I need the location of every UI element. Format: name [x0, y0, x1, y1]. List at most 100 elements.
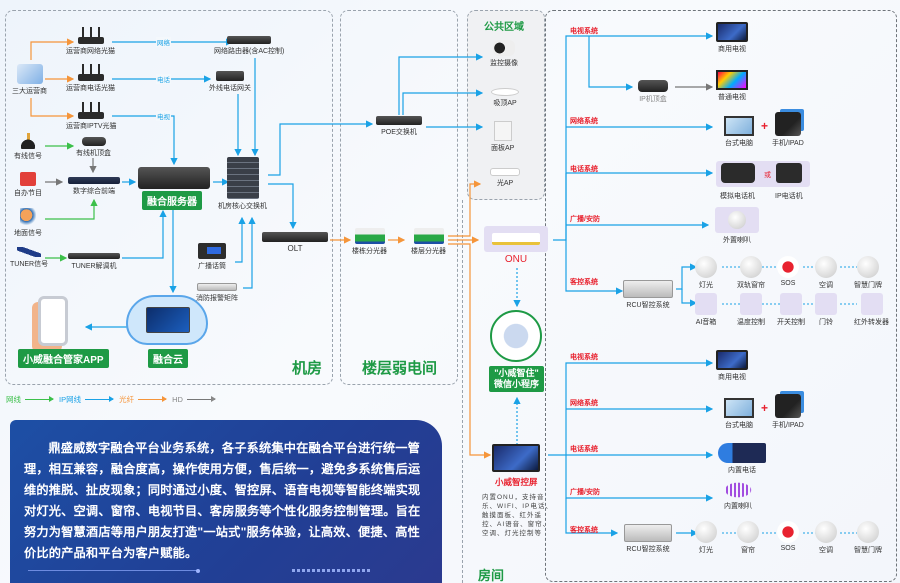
system-label-tv: 电视系统 — [570, 28, 598, 35]
control-device: 开关控制 — [777, 293, 805, 327]
router-icon — [227, 36, 272, 44]
tv-icon — [716, 22, 748, 42]
ceiling-ap-icon — [491, 88, 519, 96]
doorbell-icon — [815, 293, 837, 315]
poe-switch-icon — [376, 116, 422, 125]
air-conditioner-icon — [815, 521, 837, 543]
system-label-control-lower: 客控系统 — [570, 527, 598, 534]
cloud-label: 融合云 — [148, 349, 188, 368]
system-label-broadcast-lower: 广播/安防 — [570, 489, 600, 496]
node-iptv-modem: 运营商IPTV光猫 — [66, 101, 117, 131]
zone-floor-room — [340, 10, 458, 385]
node-terrestrial: 地面信号 — [14, 208, 42, 238]
legend-item-hd: HD — [172, 395, 216, 404]
or-label: 或 — [764, 172, 771, 179]
zone-guest-room — [545, 10, 897, 582]
node-commercial-tv: 商用电视 — [716, 22, 748, 54]
system-label-network: 网络系统 — [570, 118, 598, 125]
node-floor-splitter: 楼层分光器 — [411, 228, 446, 256]
legend: 网线 IP网线 光纤 HD — [6, 394, 216, 405]
sound-wave-icon — [722, 481, 754, 499]
sos-icon — [777, 521, 799, 543]
satellite-dish-icon — [20, 208, 36, 226]
camera-icon — [493, 40, 515, 56]
plus-sign-lower: + — [761, 401, 769, 415]
rcu-icon — [623, 280, 673, 298]
light-icon — [695, 256, 717, 278]
control-device: SOS — [777, 521, 799, 552]
node-self-program: 自办节目 — [14, 172, 42, 198]
node-rcu-lower: RCU智控系统 — [624, 524, 672, 554]
system-label-tv-lower: 电视系统 — [570, 354, 598, 361]
gateway-icon — [216, 71, 244, 81]
zone-title-public-area: 公共区域 — [484, 22, 524, 33]
system-label-control: 客控系统 — [570, 279, 598, 286]
cloud-icon — [126, 295, 208, 345]
node-camera: 监控摄像 — [490, 40, 518, 68]
node-normal-tv: 普通电视 — [716, 70, 748, 102]
legend-item-ip-cable: IP网线 — [59, 394, 115, 405]
smart-screen-name: 小威智控屏 — [495, 477, 538, 487]
system-label-phone: 电话系统 — [570, 166, 598, 173]
control-device: SOS — [777, 256, 799, 287]
control-device: 窗帘 — [737, 521, 759, 555]
optical-splitter-icon — [354, 228, 385, 244]
node-speaker: 外置喇叭 — [715, 207, 759, 245]
node-smart-screen — [492, 444, 540, 474]
description-text: 鼎盛威数字融合平台业务系统，各子系统集中在融合平台进行统一管理，相互兼容，融合度… — [24, 441, 421, 560]
node-carriers: 三大运营商 — [12, 64, 47, 96]
node-mobile-lower: 手机/IPAD — [772, 394, 804, 430]
curtain-icon — [740, 256, 762, 278]
ip-phone-icon — [775, 163, 802, 183]
node-cloud — [126, 295, 208, 347]
phone-tablet-wifi-icon — [774, 112, 801, 136]
node-net-modem: 运营商网络光猫 — [66, 26, 115, 56]
node-desktop: 台式电脑 — [724, 116, 754, 148]
decoration-dot — [196, 569, 200, 573]
core-switch-icon — [226, 157, 259, 199]
node-onu: ONU — [484, 226, 548, 265]
node-mini-program — [490, 310, 542, 364]
control-device: 空调 — [815, 521, 837, 555]
decoration-stripes — [292, 569, 372, 572]
node-phone-gateway: 外线电话网关 — [209, 71, 251, 93]
control-device: 门铃 — [815, 293, 837, 327]
node-tuner-signal: TUNER信号 — [10, 247, 48, 269]
node-fusion-server — [138, 167, 210, 191]
node-building-splitter: 楼栋分光器 — [352, 228, 387, 256]
node-router: 网络路由器(含AC控制) — [214, 36, 284, 56]
ceiling-speaker-icon — [715, 207, 759, 233]
description-panel: 鼎盛威数字融合平台业务系统，各子系统集中在融合平台进行统一管理，相互兼容，融合度… — [10, 420, 442, 583]
node-core-switch: 机房核心交换机 — [218, 157, 267, 211]
app-label: 小威融合管家APP — [18, 349, 109, 368]
control-device: AI音箱 — [695, 293, 717, 327]
legend-item-fiber: 光纤 — [119, 394, 168, 405]
system-label-broadcast: 广播/安防 — [570, 216, 600, 223]
node-ceiling-ap: 吸顶AP — [491, 88, 519, 108]
node-tuner-demod: TUNER解调机 — [68, 253, 120, 271]
node-panel-ap: 面板AP — [491, 121, 514, 153]
control-device: 温度控制 — [737, 293, 765, 327]
modem-icon — [76, 101, 106, 119]
server-icon — [138, 167, 210, 189]
node-mobile: 手机/IPAD — [772, 112, 804, 148]
modem-icon — [76, 63, 106, 81]
node-ip-phone: IP电话机 — [775, 163, 803, 200]
switch-panel-icon — [780, 293, 802, 315]
node-olt: OLT — [262, 232, 328, 253]
mini-program-label: "小威智住" 微信小程序 — [489, 366, 545, 392]
set-top-box-icon — [81, 137, 106, 146]
rcu-icon — [624, 524, 672, 542]
optical-splitter-icon — [413, 228, 444, 244]
node-analog-phone: 模拟电话机 — [720, 163, 755, 200]
demodulator-icon — [68, 253, 120, 259]
door-sign-icon — [857, 521, 879, 543]
smart-screen-description: 内置ONU，支持音乐、WIFI、IP电话、触摸面板、红外遥控、AI语音、窗帘、空… — [482, 494, 553, 537]
zone-title-floor-room: 楼层弱电间 — [362, 360, 438, 377]
tv-icon — [716, 70, 748, 90]
panel-ap-icon — [493, 121, 512, 141]
node-cable-stb: 有线机顶盒 — [76, 137, 111, 158]
carriers-icon — [16, 64, 43, 84]
node-desktop-lower: 台式电脑 — [724, 398, 754, 430]
curtain-icon — [737, 521, 759, 543]
